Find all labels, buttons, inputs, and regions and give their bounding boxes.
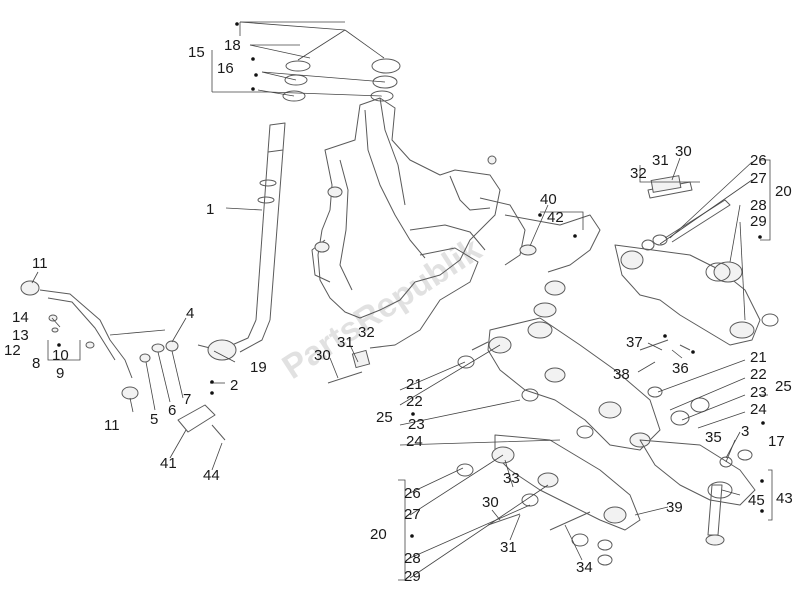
callout-21: 21 xyxy=(750,349,767,366)
callout-9: 9 xyxy=(56,365,64,382)
callout-41: 41 xyxy=(160,455,177,472)
callout-15: 15 xyxy=(188,44,205,61)
callout-40: 40 xyxy=(540,191,557,208)
callout-35: 35 xyxy=(705,429,722,446)
callout-26: 26 xyxy=(750,152,767,169)
callout-34: 34 xyxy=(576,559,593,576)
callout-25: 25 xyxy=(775,378,792,395)
callout-23: 23 xyxy=(408,416,425,433)
leader-lines xyxy=(31,21,773,581)
callout-8: 8 xyxy=(32,355,40,372)
callout-31: 31 xyxy=(337,334,354,351)
callout-39: 39 xyxy=(666,499,683,516)
callout-42: 42 xyxy=(547,209,564,226)
callout-21: 21 xyxy=(406,376,423,393)
callout-30: 30 xyxy=(314,347,331,364)
callout-38: 38 xyxy=(613,366,630,383)
callout-16: 16 xyxy=(217,60,234,77)
callout-5: 5 xyxy=(150,411,158,428)
callout-11: 11 xyxy=(104,417,120,434)
bolts-part xyxy=(327,175,691,531)
callout-29: 29 xyxy=(404,568,421,585)
callout-27: 27 xyxy=(404,506,421,523)
callout-12: 12 xyxy=(4,342,21,359)
callout-22: 22 xyxy=(750,366,767,383)
callout-29: 29 xyxy=(750,213,767,230)
callout-10: 10 xyxy=(52,347,69,364)
steering-tube-part xyxy=(197,122,286,361)
swingarm-center-part xyxy=(457,317,710,451)
callout-7: 7 xyxy=(183,391,191,408)
callout-20: 20 xyxy=(370,526,387,543)
callout-13: 13 xyxy=(12,327,29,344)
callout-32: 32 xyxy=(358,324,375,341)
engine-mount-upper-part xyxy=(614,181,779,346)
callout-1: 1 xyxy=(206,201,214,218)
callout-4: 4 xyxy=(186,305,194,322)
callout-30: 30 xyxy=(482,494,499,511)
callout-23: 23 xyxy=(750,384,767,401)
frame-part xyxy=(311,97,601,349)
callout-27: 27 xyxy=(750,170,767,187)
side-stand-part xyxy=(20,280,139,400)
callout-28: 28 xyxy=(404,550,421,567)
callout-14: 14 xyxy=(12,309,29,326)
callout-26: 26 xyxy=(404,485,421,502)
callout-43: 43 xyxy=(776,490,793,507)
callout-20: 20 xyxy=(775,183,792,200)
callout-44: 44 xyxy=(203,467,220,484)
callout-6: 6 xyxy=(168,402,176,419)
callout-25: 25 xyxy=(376,409,393,426)
shock-absorber-part xyxy=(705,456,733,546)
callout-33: 33 xyxy=(503,470,520,487)
callout-31: 31 xyxy=(652,152,669,169)
callout-28: 28 xyxy=(750,197,767,214)
callout-24: 24 xyxy=(406,433,423,450)
callout-24: 24 xyxy=(750,401,767,418)
callout-36: 36 xyxy=(672,360,689,377)
callout-32: 32 xyxy=(630,165,647,182)
small-bracket-part xyxy=(139,340,226,441)
callout-2: 2 xyxy=(230,377,238,394)
callout-labels: 1234567891011111213141516171819202021212… xyxy=(4,37,793,585)
callout-30: 30 xyxy=(675,143,692,160)
bullet-markers xyxy=(57,22,765,538)
callout-31: 31 xyxy=(500,539,517,556)
callout-3: 3 xyxy=(741,423,749,440)
callout-37: 37 xyxy=(626,334,643,351)
callout-19: 19 xyxy=(250,359,267,376)
callout-17: 17 xyxy=(768,433,785,450)
callout-18: 18 xyxy=(224,37,241,54)
callout-45: 45 xyxy=(748,492,765,509)
callout-22: 22 xyxy=(406,393,423,410)
callout-11: 11 xyxy=(32,255,48,272)
